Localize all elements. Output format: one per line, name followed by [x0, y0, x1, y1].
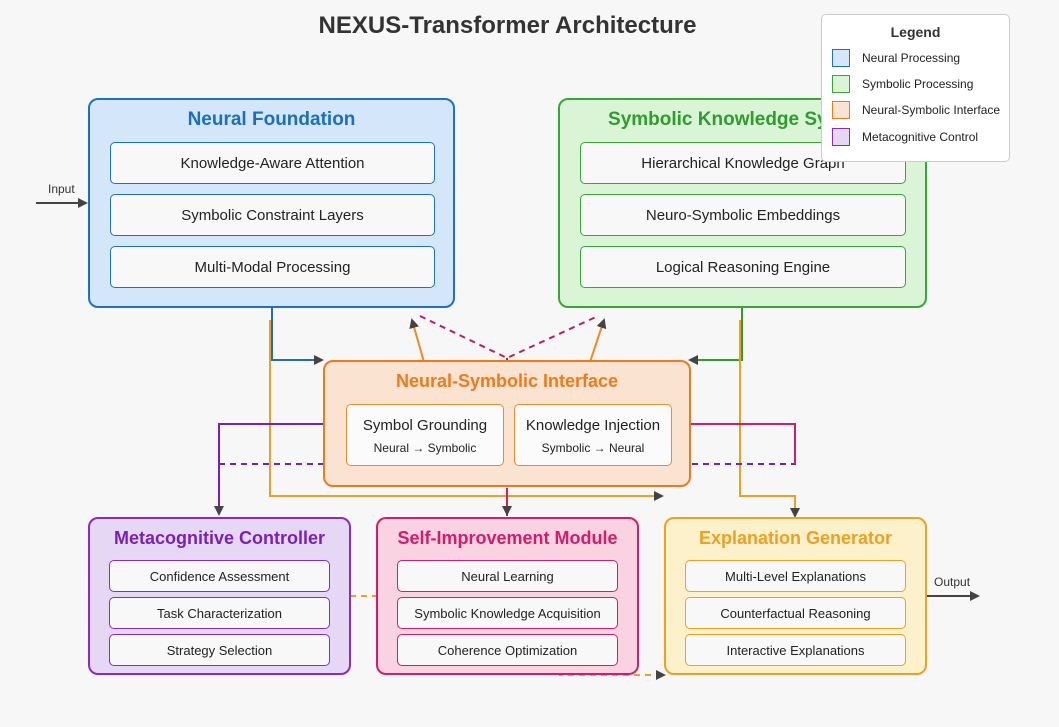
- strategy-selection: Strategy Selection: [109, 634, 330, 666]
- neural-learning: Neural Learning: [397, 560, 618, 592]
- explanation-title: Explanation Generator: [698, 528, 893, 548]
- legend-label-symbolic: Symbolic Processing: [862, 77, 974, 91]
- interface-to-metacognitive-line: [214, 423, 324, 516]
- symbolic-constraint-layers: Symbolic Constraint Layers: [110, 194, 435, 236]
- legend-item-symbolic: Symbolic Processing: [832, 74, 973, 94]
- neural-to-interface-line: [271, 308, 324, 365]
- neural-foundation-module: Neural Foundation Knowledge-Aware Attent…: [88, 98, 455, 308]
- legend-item-interface: Neural-Symbolic Interface: [832, 100, 1000, 120]
- symbolic-knowledge-title: Symbolic Knowledge System: [608, 109, 872, 130]
- knowledge-injection-box: Knowledge Injection Symbolic → Neural: [514, 404, 672, 466]
- symbol-grounding-title: Symbol Grounding: [362, 417, 488, 434]
- legend-title: Legend: [890, 24, 941, 40]
- self-improvement-module: Self-Improvement Module Neural Learning …: [376, 517, 639, 675]
- legend-swatch-neural: [832, 49, 850, 67]
- legend: Legend Neural Processing Symbolic Proces…: [821, 14, 1010, 162]
- legend-label-interface: Neural-Symbolic Interface: [862, 103, 1001, 117]
- neural-foundation-title: Neural Foundation: [187, 109, 356, 130]
- explanation-generator-module: Explanation Generator Multi-Level Explan…: [664, 517, 927, 675]
- confidence-assessment: Confidence Assessment: [109, 560, 330, 592]
- neuro-symbolic-embeddings: Neuro-Symbolic Embeddings: [580, 194, 906, 236]
- interface-title: Neural-Symbolic Interface: [395, 371, 619, 391]
- symbol-grounding-subtitle: Neural → Symbolic: [373, 441, 477, 455]
- legend-label-neural: Neural Processing: [862, 51, 961, 65]
- symbolic-to-interface-line: [688, 308, 743, 365]
- interface-to-self-improvement-line: [690, 423, 796, 464]
- neural-to-explanation-line: [269, 320, 664, 501]
- legend-swatch-metacognitive: [832, 128, 850, 146]
- task-characterization: Task Characterization: [109, 597, 330, 629]
- knowledge-injection-title: Knowledge Injection: [525, 417, 661, 434]
- diagram-title: NEXUS-Transformer Architecture: [318, 12, 697, 39]
- multi-modal-processing: Multi-Modal Processing: [110, 246, 435, 288]
- input-label: Input: [48, 182, 75, 196]
- logical-reasoning-engine: Logical Reasoning Engine: [580, 246, 906, 288]
- knowledge-aware-attention: Knowledge-Aware Attention: [110, 142, 435, 184]
- self-improvement-title: Self-Improvement Module: [397, 528, 618, 548]
- legend-item-metacognitive: Metacognitive Control: [832, 127, 978, 147]
- legend-swatch-interface: [832, 101, 850, 119]
- coherence-optimization: Coherence Optimization: [397, 634, 618, 666]
- legend-label-metacognitive: Metacognitive Control: [862, 130, 979, 144]
- output-label: Output: [934, 575, 971, 589]
- symbolic-knowledge-acquisition: Symbolic Knowledge Acquisition: [397, 597, 618, 629]
- metacognitive-title: Metacognitive Controller: [113, 528, 326, 548]
- legend-item-neural: Neural Processing: [832, 48, 960, 68]
- knowledge-injection-subtitle: Symbolic → Neural: [541, 441, 645, 455]
- symbol-grounding-box: Symbol Grounding Neural → Symbolic: [346, 404, 504, 466]
- metacognitive-controller-module: Metacognitive Controller Confidence Asse…: [88, 517, 351, 675]
- legend-swatch-symbolic: [832, 75, 850, 93]
- interactive-explanations: Interactive Explanations: [685, 634, 906, 666]
- counterfactual-reasoning: Counterfactual Reasoning: [685, 597, 906, 629]
- neural-symbolic-interface-module: Neural-Symbolic Interface Symbol Groundi…: [323, 360, 691, 487]
- multi-level-explanations: Multi-Level Explanations: [685, 560, 906, 592]
- symbolic-to-explanation-line: [739, 320, 800, 518]
